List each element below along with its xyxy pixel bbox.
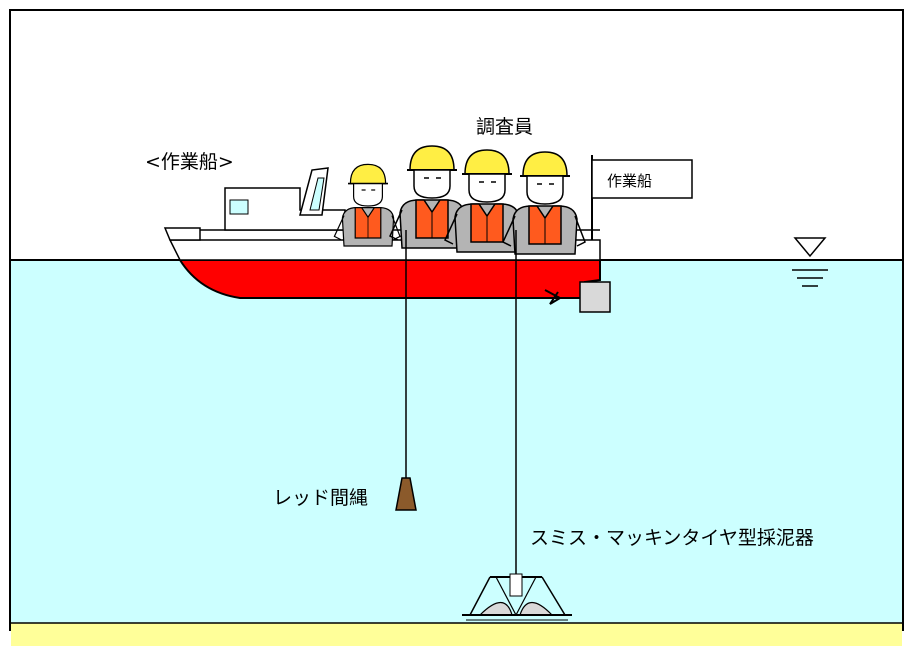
water-surface-triangle-icon (792, 237, 828, 287)
lead-line-label: レッド間縄 (273, 487, 368, 509)
sampler-label: スミス・マッキンタイヤ型採泥器 (530, 527, 814, 549)
boat-caption: <作業船> (145, 151, 234, 173)
seabed (11, 623, 902, 646)
grab-sampler (462, 573, 572, 621)
water-body (11, 260, 902, 623)
flag-label: 作業船 (607, 172, 652, 190)
lead-line-sounder (395, 230, 417, 511)
surveyors-label: 調査員 (476, 116, 533, 138)
boat-flag (591, 159, 693, 199)
